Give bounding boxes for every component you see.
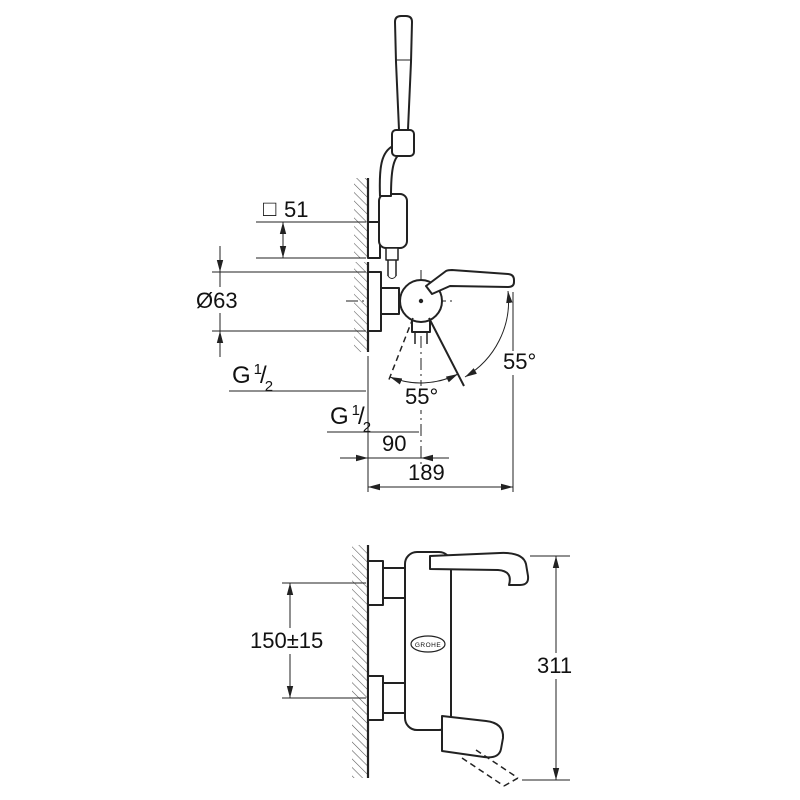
wall-lower bbox=[352, 545, 370, 778]
grohe-logo: GROHE bbox=[415, 642, 442, 649]
dimension-90: 90 bbox=[340, 431, 449, 462]
mixer-body-front bbox=[404, 551, 452, 731]
s-union-nipple bbox=[380, 287, 400, 315]
hand-shower-stick bbox=[394, 15, 413, 153]
lever-position-dashed bbox=[387, 317, 414, 383]
label-backing bbox=[401, 386, 447, 410]
escutcheon bbox=[367, 271, 382, 332]
dimension-189: 189 bbox=[368, 460, 513, 491]
shower-hose-end bbox=[387, 275, 397, 279]
lever-position-down bbox=[428, 317, 465, 387]
pivot-point bbox=[418, 298, 424, 304]
lever-handle-front bbox=[429, 551, 530, 586]
dimension-label-51: 51 bbox=[284, 197, 308, 222]
angle-55-left bbox=[389, 373, 459, 385]
union-nut-top bbox=[382, 567, 406, 599]
angle-55-right bbox=[464, 290, 513, 378]
dimension-311: 311 bbox=[522, 555, 581, 781]
dimension-63: Ø63 bbox=[191, 246, 366, 357]
hose-nipple bbox=[385, 247, 399, 261]
hand-shower-hose-end bbox=[503, 777, 519, 787]
dimension-label-150: 150±15 bbox=[250, 628, 323, 653]
dimension-150: 150±15 bbox=[246, 583, 334, 698]
angle-arc bbox=[389, 373, 459, 385]
grohe-logo-oval bbox=[410, 635, 446, 653]
angle-label-lower: 55° bbox=[405, 384, 438, 409]
escutcheon-top bbox=[367, 560, 384, 606]
lever-handle-side bbox=[425, 269, 515, 295]
hand-shower-assembly bbox=[367, 15, 415, 279]
spout bbox=[441, 715, 505, 759]
dimension-label-63: Ø63 bbox=[196, 288, 238, 313]
mixer-side-view bbox=[346, 269, 515, 466]
angle-arc bbox=[464, 290, 513, 378]
outlet-elbow-body bbox=[378, 193, 408, 249]
wall-upper-mixer bbox=[354, 262, 370, 352]
label-backing bbox=[499, 351, 545, 375]
holder-ring bbox=[391, 129, 415, 157]
union-nut-bottom bbox=[382, 682, 406, 714]
wall-hatch bbox=[354, 178, 368, 258]
wall-upper-holder bbox=[354, 178, 370, 258]
hand-shower-hose-dashed bbox=[475, 749, 519, 779]
dimension-label-189: 189 bbox=[408, 460, 445, 485]
dimension-label-90: 90 bbox=[382, 431, 406, 456]
dimension-51: □ 51 bbox=[256, 196, 366, 259]
angle-label-upper: 55° bbox=[503, 349, 536, 374]
label-backing bbox=[191, 287, 249, 313]
hand-shower-hose-dashed bbox=[461, 757, 505, 787]
dimension-label-311: 311 bbox=[537, 653, 572, 678]
wall-hatch bbox=[354, 262, 368, 352]
escutcheon-bottom bbox=[367, 675, 384, 721]
wall-hatch bbox=[352, 545, 368, 778]
label-backing bbox=[531, 653, 581, 679]
mixer-front-view: GROHE bbox=[282, 551, 530, 787]
square-symbol: □ bbox=[263, 196, 276, 221]
label-backing bbox=[246, 628, 334, 654]
